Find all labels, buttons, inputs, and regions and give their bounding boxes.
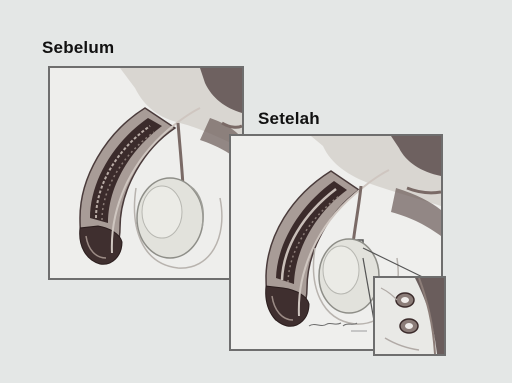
magnified-inset-icon	[375, 278, 444, 354]
before-panel	[48, 66, 244, 280]
anatomy-before-icon	[50, 68, 242, 278]
before-label: Sebelum	[42, 38, 114, 58]
magnified-inset	[373, 276, 446, 356]
after-label: Setelah	[258, 109, 320, 129]
